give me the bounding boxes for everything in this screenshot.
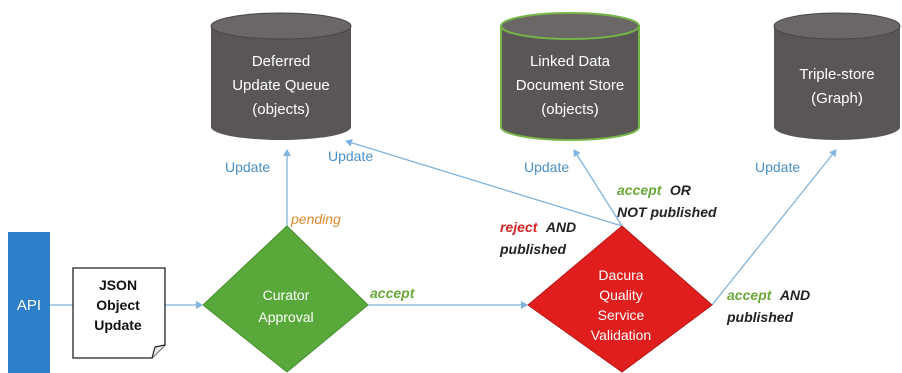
linked-line-3: (objects) xyxy=(541,101,599,118)
pending-label: pending xyxy=(290,211,341,227)
reject-and-word: AND xyxy=(545,219,576,235)
deferred-line-2: Update Queue xyxy=(232,77,330,94)
json-object-update-document: JSON Object Update xyxy=(72,267,166,359)
accept-or-not-published-label-line-1: accept OR xyxy=(617,182,692,199)
update-label-linked: Update xyxy=(524,159,569,175)
update-label-deferred-dqs: Update xyxy=(328,148,373,164)
linked-line-1: Linked Data xyxy=(530,53,611,70)
deferred-update-queue-store: Deferred Update Queue (objects) xyxy=(210,12,352,140)
accept-and-accept-word: accept xyxy=(727,287,773,303)
json-line-2: Object xyxy=(96,297,140,313)
accept-label: accept xyxy=(370,285,416,301)
reject-published-label: published xyxy=(499,241,567,257)
deferred-line-1: Deferred xyxy=(252,53,310,70)
dqs-to-deferred-arrow xyxy=(345,138,623,227)
linked-data-document-store: Linked Data Document Store (objects) xyxy=(500,12,640,141)
not-published-label: NOT published xyxy=(617,204,717,220)
accept-and-published-label: published xyxy=(726,309,794,325)
accept-or-word: accept xyxy=(617,182,663,198)
accept-and-label-line-1: accept AND xyxy=(727,287,810,304)
update-label-triple: Update xyxy=(755,159,800,175)
json-line-1: JSON xyxy=(99,277,137,293)
dqs-to-triple-arrow xyxy=(711,149,837,306)
accept-and-word: AND xyxy=(779,287,810,303)
curator-line-2: Approval xyxy=(258,309,313,325)
triple-store: Triple-store (Graph) xyxy=(773,12,901,140)
api-label: API xyxy=(17,297,41,314)
reject-word: reject xyxy=(500,219,539,235)
triple-line-1: Triple-store xyxy=(799,66,874,83)
api-block: API xyxy=(8,232,50,373)
curator-approval-decision: Curator Approval xyxy=(202,225,369,373)
deferred-line-3: (objects) xyxy=(252,101,310,118)
dqs-line-1: Dacura xyxy=(598,267,643,283)
json-line-3: Update xyxy=(94,317,142,333)
linked-line-2: Document Store xyxy=(516,77,624,94)
triple-line-2: (Graph) xyxy=(811,90,863,107)
dqs-line-4: Validation xyxy=(591,327,651,343)
curator-line-1: Curator xyxy=(263,287,310,303)
dqs-line-3: Service xyxy=(598,307,645,323)
reject-and-label-line-1: reject AND xyxy=(500,219,576,236)
dacura-quality-service-validation-decision: Dacura Quality Service Validation xyxy=(527,225,713,373)
dqs-to-linked-arrow xyxy=(573,149,623,227)
update-label-deferred: Update xyxy=(225,159,270,175)
or-word: OR xyxy=(670,182,692,198)
dqs-line-2: Quality xyxy=(599,287,643,303)
